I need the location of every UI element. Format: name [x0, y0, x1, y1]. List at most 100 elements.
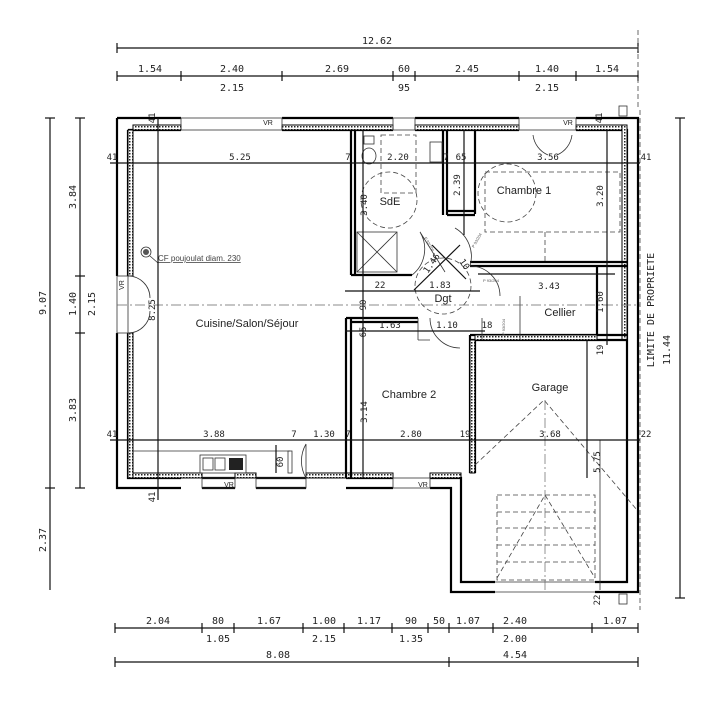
kitchen-sink: [199, 454, 247, 474]
dim-bottom-seg: 2.40: [503, 616, 527, 627]
bathtub-outline: [380, 134, 417, 194]
shutter-label: VR: [119, 280, 126, 290]
dim: 3.68: [539, 430, 561, 440]
door-bathroom[interactable]: [411, 231, 446, 276]
turning-circle: [414, 257, 472, 315]
dim: 41: [595, 113, 605, 124]
fixtures: CF poujoulat diam. 230 P 93/204 P 93/204…: [117, 134, 640, 593]
dim-top-seg: 2.45: [455, 64, 479, 75]
patio-door[interactable]: [127, 275, 151, 334]
top-dimensions: 12.62 1.54 2.40 2.69 60 2.45 1.40 1.54 2…: [116, 30, 639, 110]
bed-outline: [484, 171, 621, 233]
shutter-label: VR: [263, 120, 273, 127]
dim-bottom-seg: 1.17: [357, 616, 381, 627]
window-living-top: [180, 117, 283, 131]
dim: 65: [456, 153, 467, 163]
property-limit-label: LIMITE DE PROPRIETE: [646, 253, 657, 367]
dim-top-overall: 12.62: [362, 36, 392, 47]
bottom-dimensions: 2.04 80 1.67 1.00 1.17 90 50 1.07 2.40 1…: [114, 616, 639, 667]
dim-top-seg: 2.40: [220, 64, 244, 75]
dim-top-opening: 2.15: [220, 83, 244, 94]
room-label-garage: Garage: [532, 382, 569, 394]
door-tag: P 93/204: [501, 318, 506, 335]
shutter-label: VR: [418, 482, 428, 489]
interior-dimensions: 41 5.25 7 2.20 7 65 3.56 41 3.40 2.39 3.…: [107, 113, 652, 606]
dim-bottom-opening: 2.15: [312, 634, 336, 645]
dim: 7: [443, 153, 448, 163]
dim: 41: [641, 153, 652, 163]
flue-note: CF poujoulat diam. 230: [158, 254, 241, 263]
shower-tray: [356, 231, 398, 273]
window-bedroom1-swing: [532, 134, 573, 156]
interior-dimension-lines: [110, 118, 640, 500]
dim: 1.60: [596, 291, 606, 313]
dim: 7: [345, 153, 350, 163]
washbasin: [429, 141, 443, 163]
dim-right-overall: 11.44: [662, 335, 673, 365]
dim: 19: [596, 345, 606, 356]
toilet: [361, 147, 377, 165]
dim: 90: [359, 300, 369, 311]
shutter-label: VR: [563, 120, 573, 127]
dim-top-seg: 2.69: [325, 64, 349, 75]
dim: 3.43: [538, 282, 560, 292]
dim: 65: [359, 327, 369, 338]
window-bath: [392, 117, 416, 131]
dim: 3.56: [537, 153, 559, 163]
dim-bottom-opening: 1.35: [399, 634, 423, 645]
dim: 41: [107, 430, 118, 440]
dim-bottom-seg: 80: [212, 616, 224, 627]
dim-bottom-overall: 4.54: [503, 650, 527, 661]
window-living-side: [116, 275, 129, 334]
dim: 1.83: [429, 281, 451, 291]
dim-top-opening: 95: [398, 83, 410, 94]
turning-circle: [477, 163, 537, 223]
dim: 41: [148, 492, 158, 503]
window-bedroom2: [392, 477, 431, 489]
room-label-bedroom2: Chambre 2: [382, 389, 436, 401]
dim-top-seg: 1.54: [138, 64, 162, 75]
dim: 2.20: [387, 153, 409, 163]
dim: 10: [456, 258, 470, 273]
dim-bottom-seg: 1.67: [257, 616, 281, 627]
dim-left-seg: 3.84: [68, 185, 79, 209]
dim-bottom-overall: 8.08: [266, 650, 290, 661]
room-label-bathroom: SdE: [380, 196, 401, 208]
dim-bottom-seg: 1.07: [456, 616, 480, 627]
dim: 19: [460, 430, 471, 440]
flue-icon: [140, 246, 152, 258]
dim-bottom-seg: 1.07: [603, 616, 627, 627]
door-storage[interactable]: [429, 265, 501, 349]
dim: 2.80: [400, 430, 422, 440]
window-bedroom1: [518, 117, 577, 131]
exterior-walls: VR VR VR VR VR: [115, 105, 640, 605]
dim: 8.25: [148, 299, 158, 321]
window-kitchen: [201, 477, 236, 489]
dim-left-opening: 2.15: [87, 292, 98, 316]
dim-top-seg: 1.40: [535, 64, 559, 75]
entrance-door[interactable]: [301, 443, 307, 479]
room-label-storage: Cellier: [544, 307, 576, 319]
dim-top-seg: 1.54: [595, 64, 619, 75]
dim-bottom-seg: 50: [433, 616, 445, 627]
dim: 7: [291, 430, 296, 440]
dim: 3.20: [596, 185, 606, 207]
door-tag: P 93/204: [483, 278, 500, 283]
dim: 3.40: [360, 194, 370, 216]
dim: 1.30: [313, 430, 335, 440]
door-bedroom1[interactable]: [454, 227, 472, 267]
right-dimensions: LIMITE DE PROPRIETE 11.44: [639, 110, 685, 610]
dim: 1.63: [379, 321, 401, 331]
interior-walls: [344, 130, 627, 478]
dim-bottom-seg: 2.04: [146, 616, 170, 627]
dim: 3.88: [203, 430, 225, 440]
dim-left-below: 2.37: [38, 528, 49, 552]
dim-bottom-seg: 1.00: [312, 616, 336, 627]
dim: 60: [276, 457, 286, 468]
dim-top-seg: 60: [398, 64, 410, 75]
room-labels: Cuisine/Salon/Séjour SdE Chambre 1 Dgt C…: [196, 185, 576, 401]
left-dimensions: 9.07 2.37 3.84 1.40 3.83 2.15: [38, 117, 98, 590]
dim: 7: [345, 430, 350, 440]
dim-bottom-seg: 90: [405, 616, 417, 627]
